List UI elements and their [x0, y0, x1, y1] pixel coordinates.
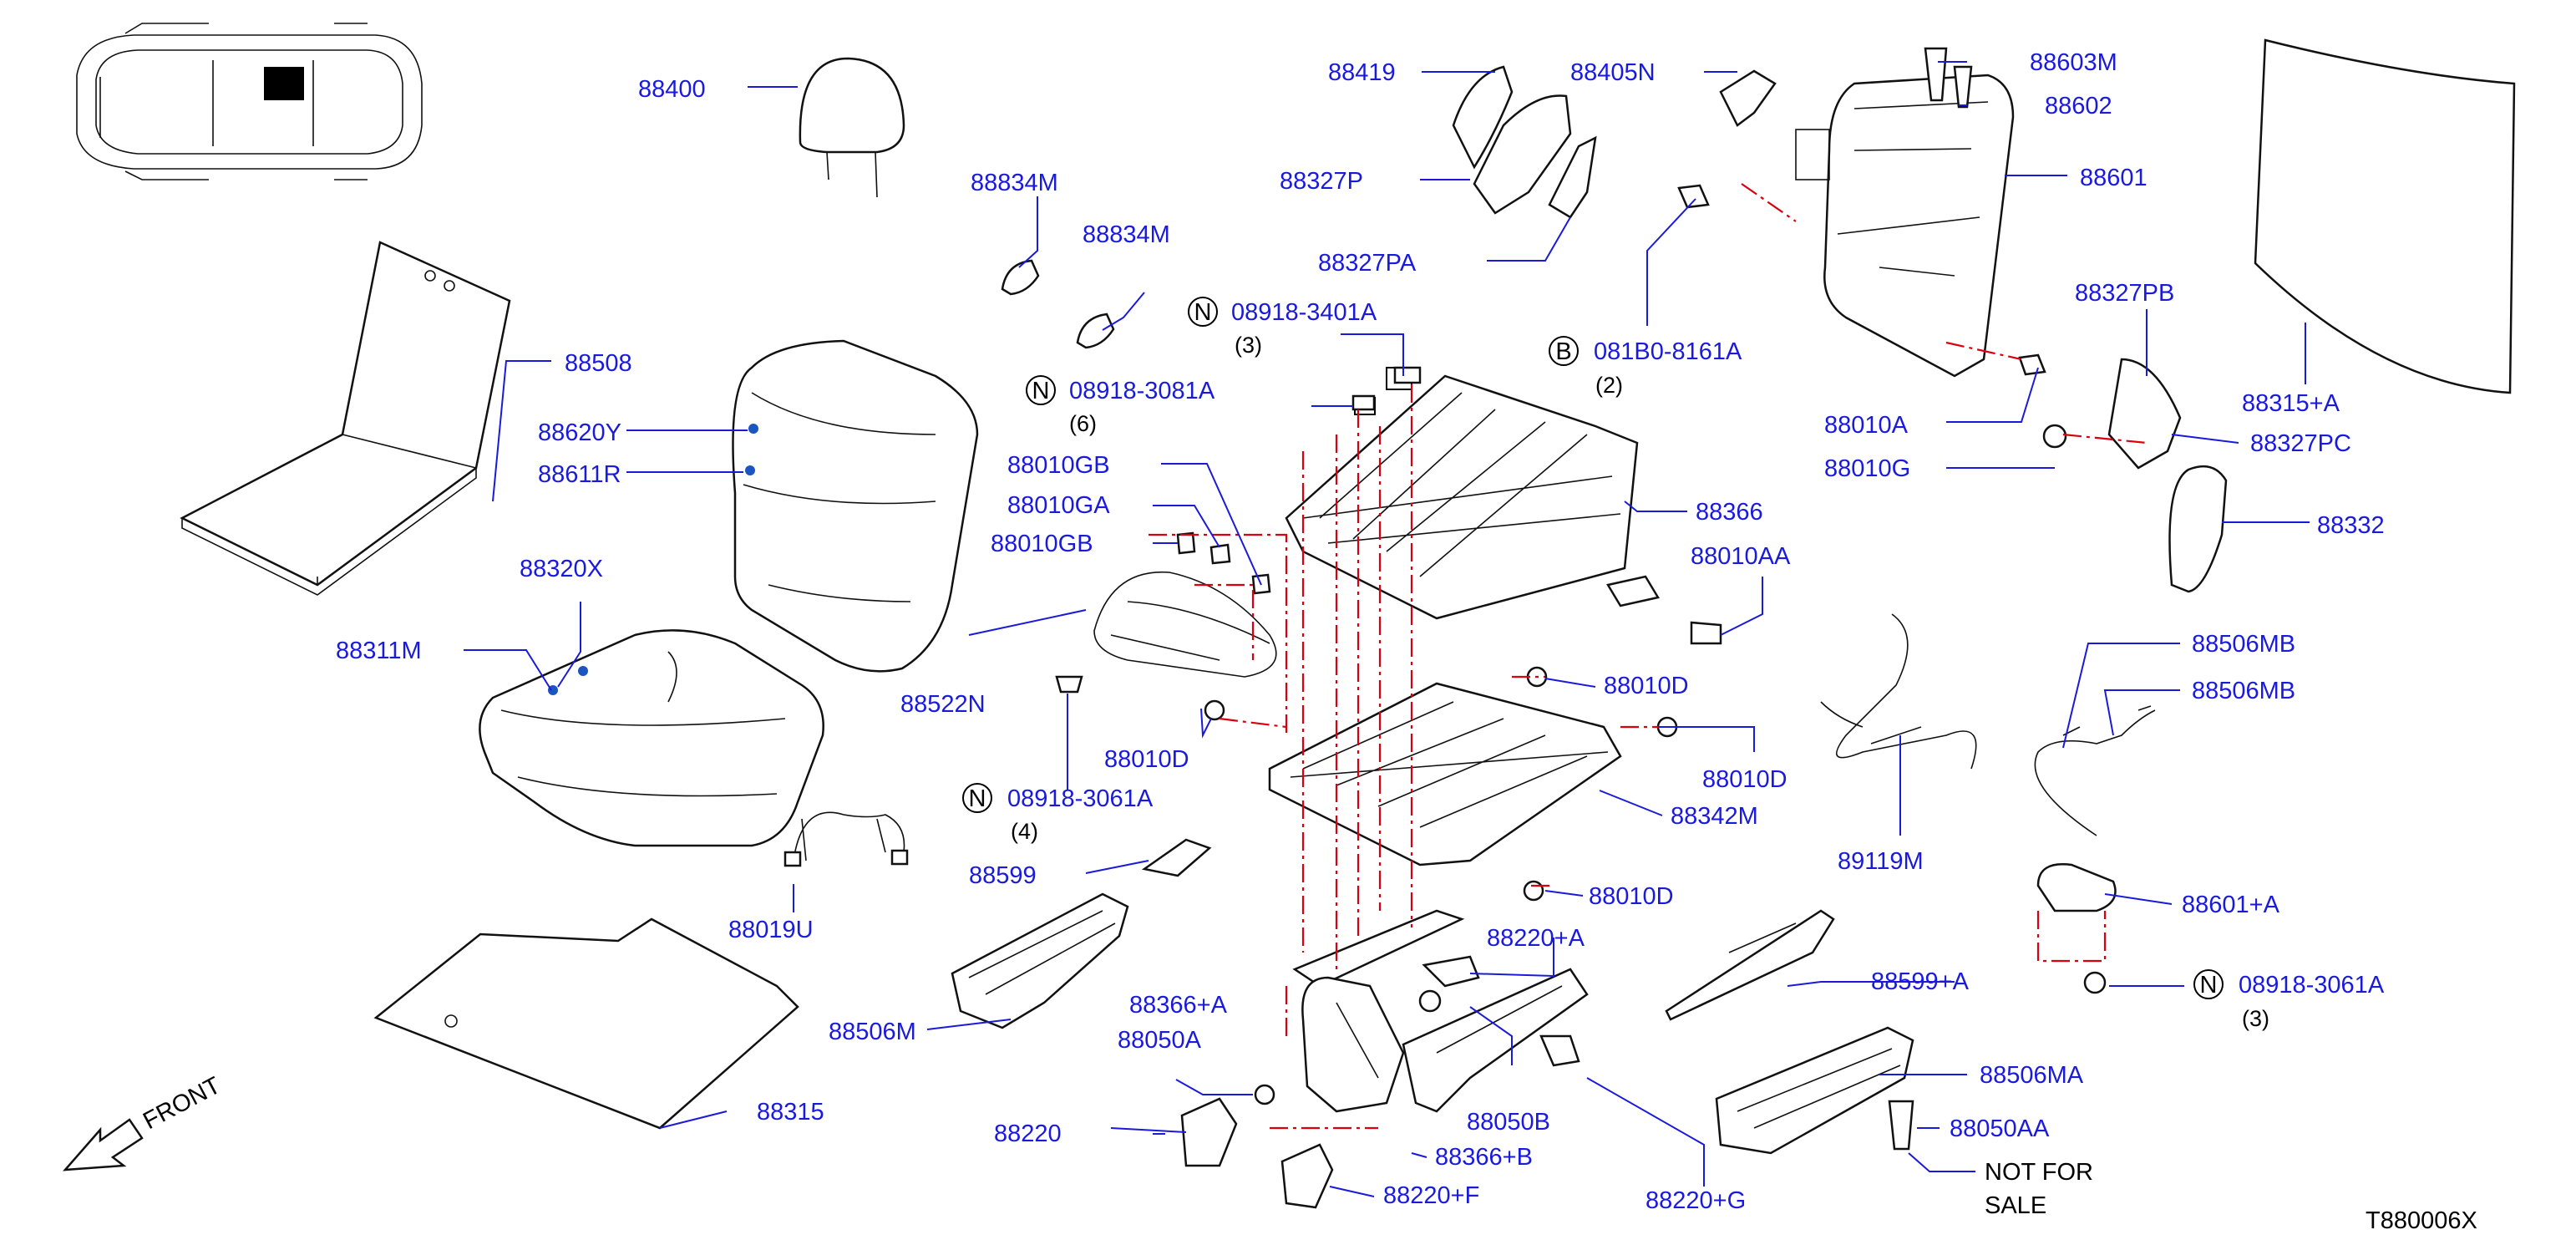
qty-08918-3061A-a: (4) — [1011, 819, 1038, 844]
n-marker — [962, 783, 992, 813]
not-for-sale-line2: SALE — [1985, 1192, 2046, 1219]
side-cover-part — [951, 838, 1212, 1029]
label-88010D-a: 88010D — [1104, 746, 1189, 773]
recliner-cover-parts — [1452, 65, 1777, 219]
label-88522N: 88522N — [900, 691, 986, 718]
label-88332: 88332 — [2317, 512, 2385, 539]
label-88315+A: 88315+A — [2242, 390, 2340, 417]
label-88611R: 88611R — [538, 461, 621, 488]
label-88342M: 88342M — [1671, 803, 1758, 830]
label-88320X: 88320X — [520, 556, 603, 582]
label-88834M-b: 88834M — [1083, 221, 1170, 248]
front-label: FRONT — [139, 1072, 225, 1135]
marker-letter: N — [969, 785, 986, 812]
cable-parts — [1820, 613, 2156, 912]
label-88220+A: 88220+A — [1487, 925, 1585, 952]
n-marker — [1188, 297, 1218, 327]
label-88050B: 88050B — [1467, 1109, 1550, 1136]
label-88603M: 88603M — [2030, 49, 2117, 76]
label-081B0-8161A: 081B0-8161A — [1594, 338, 1742, 365]
label-88010GA: 88010GA — [1007, 492, 1110, 519]
diagram-id: T880006X — [2366, 1207, 2477, 1234]
floor-mat-part — [373, 917, 799, 1130]
alignment-lines — [1149, 183, 2148, 1130]
label-88506MB-b: 88506MB — [2192, 678, 2295, 704]
label-88400: 88400 — [638, 76, 706, 103]
label-88050AA: 88050AA — [1950, 1115, 2050, 1142]
vehicle-locator-icon — [76, 23, 423, 180]
marker-letter: N — [2200, 972, 2218, 999]
leader-lines — [464, 61, 2310, 1197]
label-89119M: 89119M — [1838, 848, 1924, 875]
harness-part — [783, 811, 909, 867]
seatback-trim-part — [732, 339, 979, 673]
b-marker — [1549, 336, 1579, 366]
seatback-frame-part — [1795, 74, 2015, 378]
label-08918-3401A: 08918-3401A — [1231, 299, 1377, 326]
back-board-part — [2107, 38, 2516, 593]
label-88405N: 88405N — [1570, 59, 1656, 86]
label-08918-3061A-a: 08918-3061A — [1007, 785, 1154, 812]
label-88601+A: 88601+A — [2182, 892, 2280, 918]
label-88010D-b: 88010D — [1604, 673, 1689, 699]
label-88327PC: 88327PC — [2250, 430, 2351, 457]
label-88506MA: 88506MA — [1980, 1062, 2084, 1089]
label-88419: 88419 — [1328, 59, 1396, 86]
label-88601: 88601 — [2080, 165, 2148, 191]
label-88010D-d: 88010D — [1589, 883, 1674, 910]
wiring-harness-part — [1055, 571, 1277, 694]
label-88010A: 88010A — [1824, 412, 1909, 439]
label-88366+B: 88366+B — [1435, 1144, 1533, 1171]
cushion-pan-part — [1268, 682, 1622, 866]
label-88010AA: 88010AA — [1691, 543, 1791, 570]
qty-081B0-8161A: (2) — [1595, 373, 1623, 398]
label-88834M-a: 88834M — [971, 170, 1058, 196]
qty-08918-3401A: (3) — [1235, 333, 1262, 358]
label-88327PB: 88327PB — [2075, 280, 2174, 307]
not-for-sale-line1: NOT FOR — [1985, 1159, 2093, 1186]
label-88311M: 88311M — [336, 638, 422, 664]
marker-letter: B — [1555, 338, 1571, 365]
label-88010GB-a: 88010GB — [1007, 452, 1110, 479]
label-08918-3081A: 08918-3081A — [1069, 378, 1215, 404]
label-88019U: 88019U — [728, 917, 814, 943]
label-88220+G: 88220+G — [1645, 1187, 1746, 1214]
n-marker — [2193, 969, 2224, 999]
label-88599: 88599 — [969, 862, 1037, 889]
seat-pad-part — [180, 241, 511, 596]
front-arrow-icon — [63, 1118, 144, 1171]
label-88508: 88508 — [565, 350, 632, 377]
qty-08918-3061A-b: (3) — [2242, 1006, 2269, 1031]
label-88620Y: 88620Y — [538, 419, 621, 446]
label-88010D-c: 88010D — [1702, 766, 1787, 793]
clip-part — [1001, 259, 1115, 349]
label-88599+A: 88599+A — [1871, 968, 1970, 995]
right-side-cover-parts — [1665, 909, 1914, 1155]
marker-letter: N — [1032, 378, 1050, 404]
label-88315: 88315 — [757, 1099, 824, 1126]
label-88327PA: 88327PA — [1318, 250, 1417, 277]
cover-parts — [1180, 955, 1580, 1209]
label-88366: 88366 — [1696, 499, 1763, 526]
label-88506M: 88506M — [829, 1019, 916, 1045]
label-88220+F: 88220+F — [1383, 1182, 1479, 1209]
label-88327P: 88327P — [1280, 168, 1363, 195]
n-marker — [1026, 375, 1056, 405]
label-88366+A: 88366+A — [1129, 992, 1228, 1019]
label-88506MB-a: 88506MB — [2192, 631, 2295, 658]
marker-letter: N — [1194, 299, 1212, 326]
label-88602: 88602 — [2045, 93, 2112, 119]
seat-cushion-trim-part — [479, 629, 824, 847]
headrest-part — [799, 57, 905, 198]
label-88010G: 88010G — [1824, 455, 1910, 482]
label-08918-3061A-b: 08918-3061A — [2239, 972, 2385, 999]
fastener-parts — [1176, 47, 2107, 1151]
label-88220: 88220 — [994, 1121, 1062, 1147]
qty-08918-3081A: (6) — [1069, 411, 1097, 436]
label-88050A: 88050A — [1118, 1027, 1202, 1054]
label-88010GB-b: 88010GB — [991, 531, 1093, 557]
